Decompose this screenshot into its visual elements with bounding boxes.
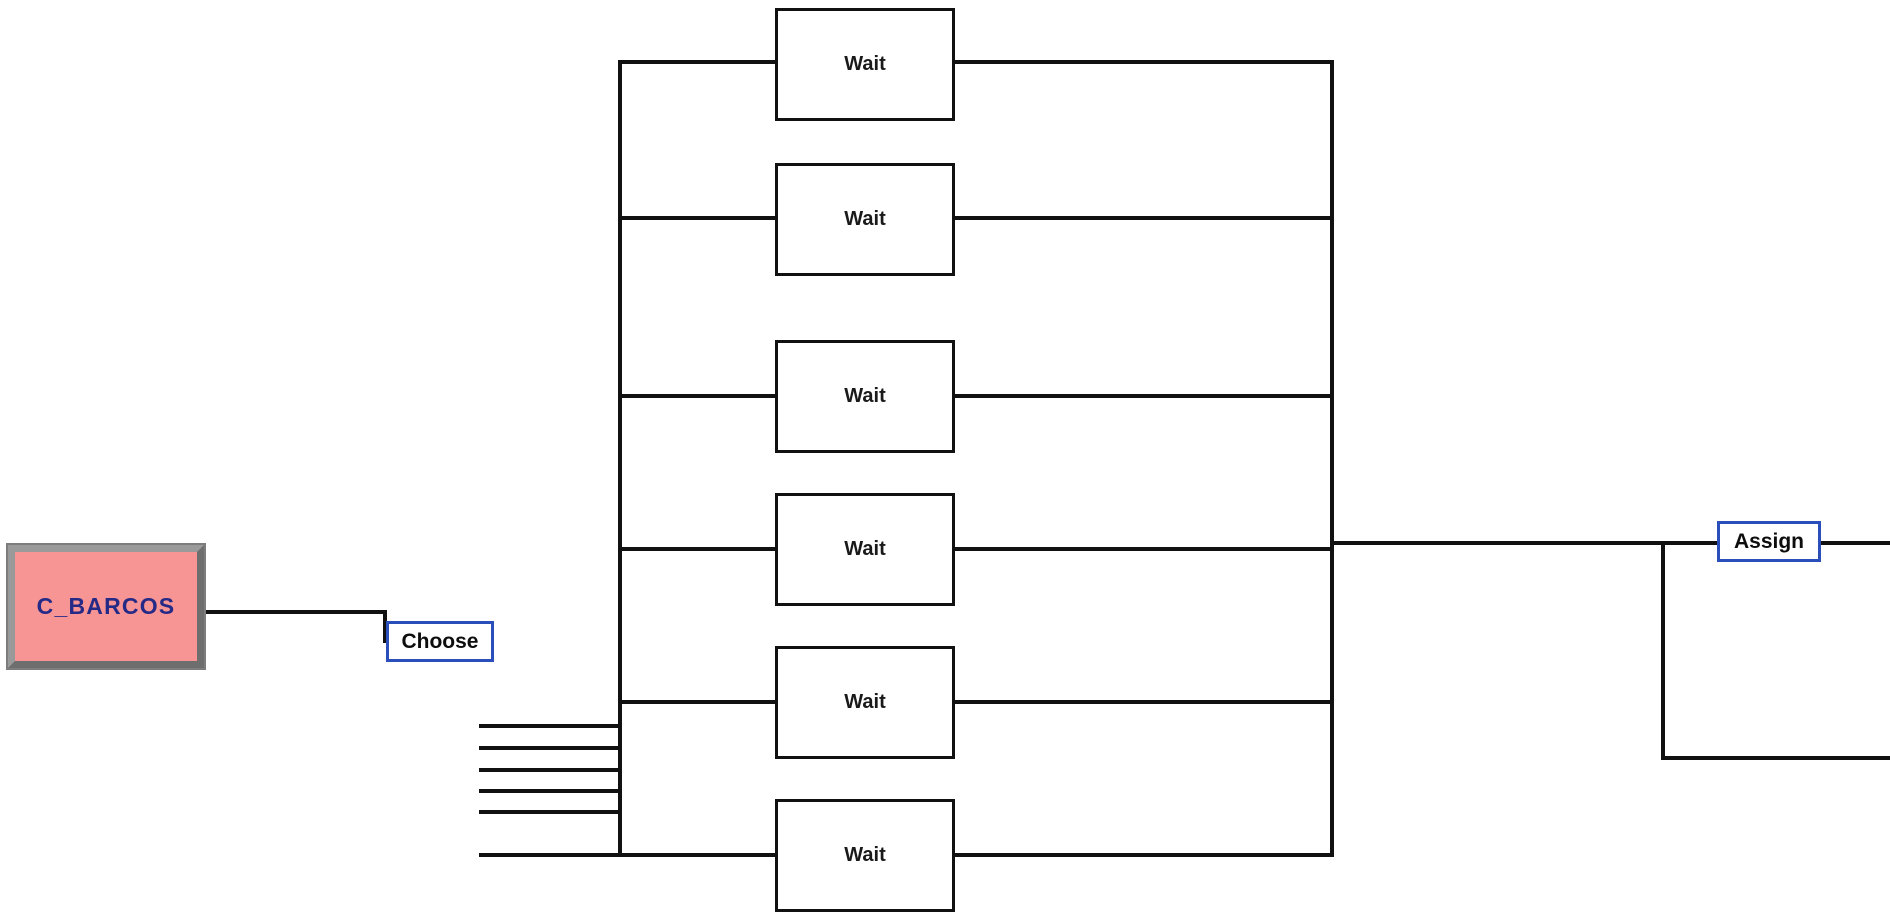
- process-block-wait-5[interactable]: Wait: [775, 646, 955, 759]
- process-block-label: Wait: [844, 538, 886, 560]
- process-block-label: Wait: [844, 691, 886, 713]
- signal-tag-assign[interactable]: Assign: [1717, 521, 1821, 562]
- process-block-label: Wait: [844, 53, 886, 75]
- process-block-wait-3[interactable]: Wait: [775, 340, 955, 453]
- process-block-label: Wait: [844, 844, 886, 866]
- process-block-wait-1[interactable]: Wait: [775, 8, 955, 121]
- process-block-label: Wait: [844, 208, 886, 230]
- signal-tag-label-choose: Choose: [401, 629, 479, 653]
- process-block-wait-4[interactable]: Wait: [775, 493, 955, 606]
- signal-tag-choose[interactable]: Choose: [386, 621, 494, 662]
- signal-tag-label-assign: Assign: [1733, 529, 1804, 553]
- process-block-wait-6[interactable]: Wait: [775, 799, 955, 912]
- process-block-wait-2[interactable]: Wait: [775, 163, 955, 276]
- process-block-label: Wait: [844, 385, 886, 407]
- source-block-label: C_BARCOS: [36, 593, 176, 619]
- source-block-c_barcos[interactable]: C_BARCOS: [6, 543, 206, 670]
